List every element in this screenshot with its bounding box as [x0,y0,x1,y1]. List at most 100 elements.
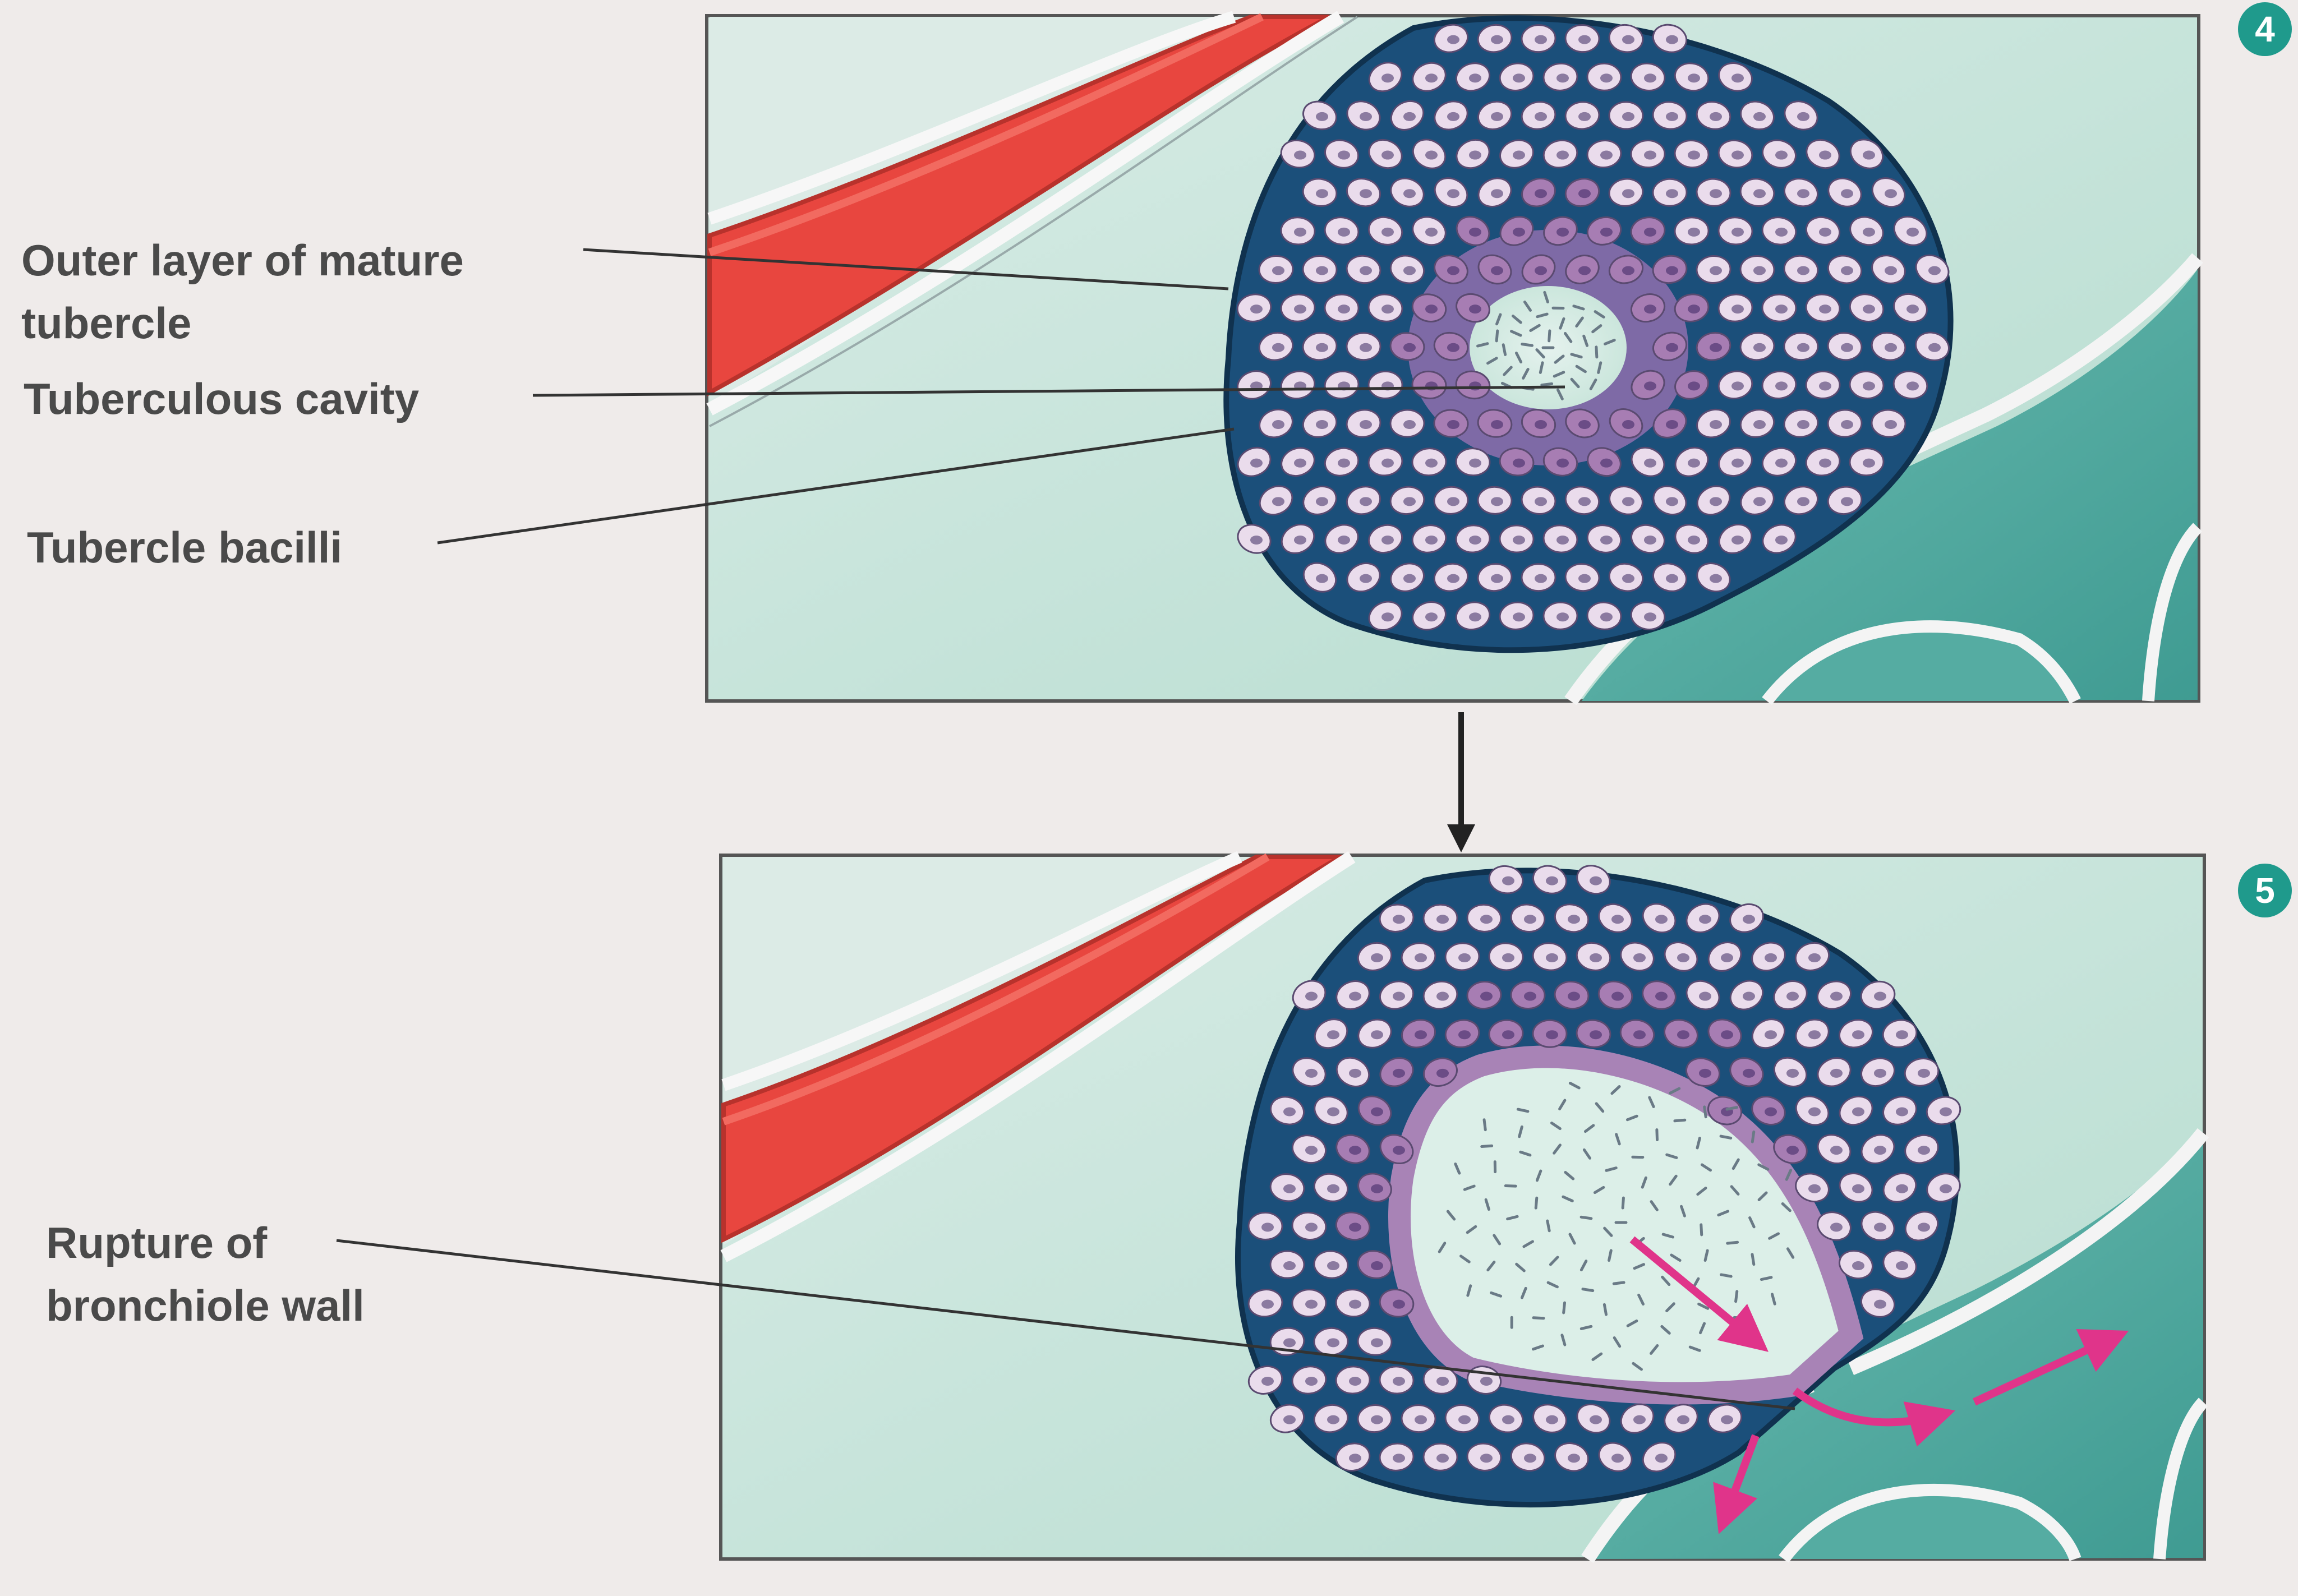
bacillus [1486,1261,1496,1272]
cell-nucleus [1655,915,1668,924]
cell-nucleus [1349,1068,1361,1078]
cell-nucleus [1381,458,1394,468]
bacillus [1543,290,1549,303]
cell-nucleus [1896,1261,1908,1271]
cell-nucleus [1885,266,1897,275]
cell-nucleus [1753,343,1766,352]
cell-nucleus [1360,266,1372,275]
cell-nucleus [1535,574,1547,583]
cell-nucleus [1316,574,1328,583]
bacillus [1734,1290,1739,1303]
cell-nucleus [1371,1030,1383,1040]
cell-nucleus [1688,73,1700,83]
cell-nucleus [1546,953,1558,962]
cell-nucleus [1524,991,1536,1001]
cell-nucleus [1906,305,1919,314]
bacillus [1602,1303,1608,1316]
cell-nucleus [1415,1030,1427,1040]
cell-nucleus [1830,1146,1843,1155]
cell-nucleus [1447,35,1459,44]
bacillus [1610,1085,1621,1095]
cell-nucleus [1480,991,1493,1001]
cell-nucleus [1371,1184,1383,1193]
cell-nucleus [1491,189,1503,199]
bacillus [1751,1253,1756,1266]
cell-nucleus [1644,227,1656,237]
cell-nucleus [1393,1376,1405,1386]
cell-nucleus [1524,1454,1536,1463]
bacillus [1757,1163,1770,1171]
cell-nucleus [1819,150,1831,160]
bacillus [1556,388,1564,400]
cell-nucleus [1710,189,1722,199]
cell-nucleus [1568,991,1580,1001]
bacillus [1540,382,1554,387]
cell-nucleus [1710,343,1722,352]
cell-nucleus [1666,35,1678,44]
cell-nucleus [1753,420,1766,430]
bacillus [1661,1275,1671,1286]
cell-nucleus [1415,1415,1427,1424]
cell-nucleus [1797,497,1809,506]
cell-nucleus [1524,915,1536,924]
cell-nucleus [1469,458,1481,468]
cell-nucleus [1283,1261,1296,1271]
bacillus [1699,1322,1706,1335]
cell-nucleus [1513,227,1525,237]
cell-nucleus [1469,612,1481,622]
bacillus [1612,1281,1625,1285]
cell-nucleus [1677,1030,1689,1040]
cell-nucleus [1633,953,1646,962]
cell-nucleus [1731,458,1744,468]
cell-nucleus [1305,1068,1318,1078]
cell-nucleus [1699,991,1711,1001]
cell-nucleus [1906,227,1919,237]
cell-nucleus [1786,1068,1799,1078]
cell-nucleus [1305,1146,1318,1155]
cell-nucleus [1480,1454,1493,1463]
bacillus [1562,1301,1567,1314]
cell-nucleus [1480,1376,1493,1386]
cell-nucleus [1403,420,1416,430]
cell-nucleus [1874,1146,1886,1155]
cell-nucleus [1622,420,1634,430]
cell-nucleus [1765,1030,1777,1040]
label-tubercle-bacilli: Tubercle bacilli [27,523,343,572]
cell-nucleus [1447,112,1459,121]
bacillus [1519,1150,1532,1157]
cell-nucleus [1316,420,1328,430]
cell-nucleus [1513,458,1525,468]
bacillus [1641,1176,1647,1189]
cell-nucleus [1710,420,1722,430]
cell-nucleus [1797,343,1809,352]
cell-nucleus [1294,535,1306,545]
cell-nucleus [1721,1415,1733,1424]
cell-nucleus [1666,189,1678,199]
cell-nucleus [1644,150,1656,160]
cell-nucleus [1305,1299,1318,1309]
bacillus [1548,329,1551,343]
cell-nucleus [1338,535,1350,545]
cell-nucleus [1797,189,1809,199]
cell-nucleus [1928,266,1941,275]
cell-nucleus [1535,112,1547,121]
cell-nucleus [1316,497,1328,506]
cell-nucleus [1349,1376,1361,1386]
cell-nucleus [1644,381,1656,391]
bacillus [1446,1210,1456,1221]
bacillus [1575,316,1584,328]
cell-nucleus [1830,1068,1843,1078]
cell-nucleus [1535,420,1547,430]
cell-nucleus [1338,305,1350,314]
cell-nucleus [1371,1261,1383,1271]
bacillus [1564,331,1573,343]
cell-nucleus [1633,1415,1646,1424]
cell-nucleus [1622,189,1634,199]
cell-nucleus [1731,73,1744,83]
bacillus [1637,1293,1645,1306]
cell-nucleus [1546,1030,1558,1040]
bacillus [1768,1232,1780,1240]
cell-nucleus [1447,189,1459,199]
cell-nucleus [1381,612,1394,622]
cell-nucleus [1491,420,1503,430]
